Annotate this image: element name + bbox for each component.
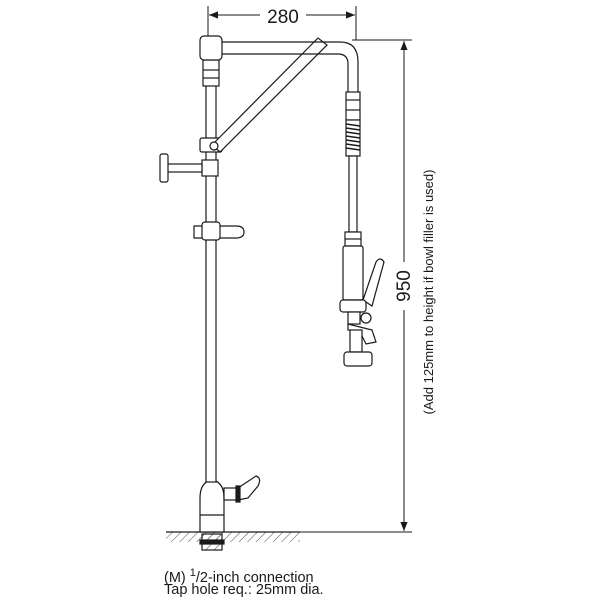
connection-fraction: 1: [189, 567, 196, 579]
spray-valve: [339, 231, 385, 367]
valve-handle: [237, 475, 261, 501]
height-value: 950: [394, 270, 415, 302]
base-valve: [199, 475, 261, 551]
riser-post: [199, 35, 223, 483]
riser-joint-top: [202, 59, 220, 87]
top-arm: [222, 41, 359, 92]
height-dimension: 950 (Add 125mm to height if bowl filler …: [300, 39, 436, 533]
counter-top: [166, 531, 300, 542]
tap-hole-note: Tap hole req.: 25mm dia.: [164, 582, 324, 598]
spray-body: [342, 245, 364, 301]
support-arm: [209, 37, 328, 153]
height-note: (Add 125mm to height if bowl filler is u…: [421, 170, 436, 415]
connection-note: (M) 1/2-inch connection: [164, 565, 314, 587]
width-dimension: 280: [207, 6, 357, 40]
spray-hook: [193, 221, 245, 241]
spray-nozzle: [343, 351, 373, 367]
connection-suffix: /2-inch connection: [195, 569, 314, 586]
top-elbow: [199, 35, 223, 61]
hose-connector: [345, 91, 361, 121]
flexible-hose: [345, 91, 361, 233]
spray-lever: [362, 258, 385, 307]
wall-flange: [159, 153, 169, 183]
width-value: 280: [267, 7, 299, 28]
connection-prefix: (M): [164, 569, 190, 586]
